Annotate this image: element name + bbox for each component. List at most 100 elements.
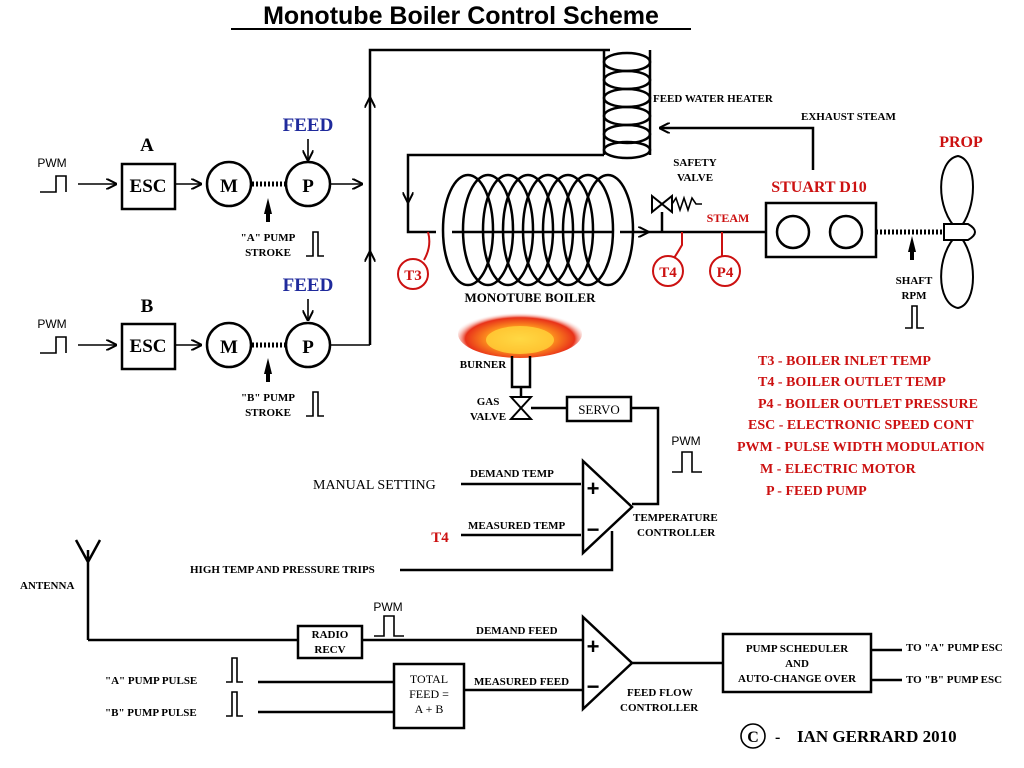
- pump-b-stroke-sensor-icon: [264, 358, 272, 382]
- legend-item: M - ELECTRIC MOTOR: [760, 462, 917, 477]
- feed-controller-triangle: [581, 614, 634, 712]
- pump-scheduler-label-1: PUMP SCHEDULER: [746, 643, 849, 655]
- t4-sensor-circle: [652, 255, 684, 287]
- pump-a-section: A FEED PWM ESC M P "A" PUMP STROKE: [37, 115, 362, 259]
- antenna-icon: [74, 539, 102, 640]
- legend: T3 - BOILER INLET TEMP T4 - BOILER OUTLE…: [737, 354, 985, 499]
- heater-label: FEED WATER HEATER: [653, 93, 774, 105]
- prop-label: PROP: [939, 134, 983, 151]
- engine-cylinder-2: [828, 214, 864, 250]
- pump-a-feed-label: FEED: [283, 115, 334, 136]
- temp-ctrl-name-1: TEMPERATURE: [633, 512, 718, 524]
- pump-b-motor-circle: [205, 321, 253, 369]
- total-feed-label-3: A + B: [415, 702, 444, 716]
- legend-item: P4 - BOILER OUTLET PRESSURE: [758, 397, 978, 412]
- engine-cylinder-1: [775, 214, 811, 250]
- pump-b-pwm-label: PWM: [37, 317, 66, 331]
- pump-a-stroke-label-2: STROKE: [245, 247, 291, 259]
- pump-b-pwm-pulse-icon: [40, 336, 67, 354]
- t3-tap: [423, 231, 431, 261]
- t3-sensor-label: T3: [404, 268, 422, 284]
- pump-b-feed-label: FEED: [283, 275, 334, 296]
- radio-pwm-pulse-icon: [374, 615, 404, 637]
- pump-scheduler-box: [721, 632, 873, 694]
- radio-recv-label-1: RADIO: [312, 629, 349, 641]
- radio-pwm-label: PWM: [373, 600, 402, 614]
- pump-b-stroke-pulse-icon: [306, 391, 324, 417]
- temp-controller-triangle: [581, 458, 634, 556]
- exhaust-label: EXHAUST STEAM: [801, 111, 896, 123]
- pump-scheduler-label-3: AUTO-CHANGE OVER: [738, 673, 857, 685]
- boiler-label: MONOTUBE BOILER: [464, 290, 596, 305]
- trips-label: HIGH TEMP AND PRESSURE TRIPS: [190, 564, 375, 576]
- pump-b-motor-label: M: [220, 337, 238, 358]
- pump-b-section: B FEED PWM ESC M P "B" PUMP STROKE: [37, 275, 370, 419]
- b-pump-pulse-icon: [226, 691, 243, 717]
- pump-a-stroke-pulse-icon: [306, 231, 324, 257]
- b-pump-pulse-label: "B" PUMP PULSE: [105, 707, 197, 719]
- temp-ctrl-to-servo: [631, 406, 660, 506]
- burner-flame-core: [486, 326, 554, 354]
- legend-item: PWM - PULSE WIDTH MODULATION: [737, 440, 985, 455]
- feed-ctrl-name-1: FEED FLOW: [627, 687, 693, 699]
- pump-b-pump-label: P: [302, 337, 314, 358]
- gas-valve-icon: [508, 396, 534, 420]
- measured-temp-t4-label: T4: [431, 530, 449, 546]
- page-title: Monotube Boiler Control Scheme: [263, 2, 659, 30]
- legend-item: ESC - ELECTRONIC SPEED CONT: [748, 418, 974, 433]
- pump-a-esc-box: [120, 162, 177, 211]
- radio-recv-label-2: RECV: [314, 644, 345, 656]
- shaft-rpm-label-1: SHAFT: [896, 275, 933, 287]
- p4-sensor-label: P4: [717, 265, 734, 281]
- pump-a-pwm-pulse-icon: [40, 175, 67, 193]
- demand-feed-label: DEMAND FEED: [476, 625, 558, 637]
- manual-setting-label: MANUAL SETTING: [313, 478, 436, 493]
- pump-a-motor-circle: [205, 160, 253, 208]
- safety-valve-icon: [651, 193, 673, 215]
- pump-b-stroke-label-2: STROKE: [245, 407, 291, 419]
- safety-valve-label-1: SAFETY: [673, 157, 716, 169]
- pump-b-letter: B: [141, 296, 154, 317]
- legend-item: T3 - BOILER INLET TEMP: [758, 354, 931, 369]
- pump-a-motor-label: M: [220, 176, 238, 197]
- copyright-symbol-icon: [740, 723, 766, 749]
- pump-a-pump-label: P: [302, 176, 314, 197]
- feed-ctrl-name-2: CONTROLLER: [620, 702, 699, 714]
- antenna-label: ANTENNA: [20, 580, 74, 592]
- exhaust-pipe: [662, 126, 815, 170]
- feed-ctrl-minus: −: [587, 674, 600, 699]
- pump-a-stroke-label-1: "A" PUMP: [241, 232, 296, 244]
- engine-label: STUART D10: [771, 179, 867, 196]
- t4-tap: [673, 232, 683, 259]
- pump-a-pwm-label: PWM: [37, 156, 66, 170]
- monotube-boiler-coil: [441, 173, 635, 287]
- gas-valve-label-1: GAS: [477, 396, 500, 408]
- legend-item: T4 - BOILER OUTLET TEMP: [758, 375, 946, 390]
- engine-box: [764, 201, 878, 259]
- measured-temp-label: MEASURED TEMP: [468, 520, 566, 532]
- safety-valve-label-2: VALVE: [677, 172, 713, 184]
- steam-label: STEAM: [707, 211, 750, 225]
- gas-valve-label-2: VALVE: [470, 411, 506, 423]
- pump-a-stroke-sensor-icon: [264, 198, 272, 222]
- feed-water-heater: [602, 50, 652, 160]
- pump-b-esc-label: ESC: [130, 336, 167, 357]
- measured-feed-label: MEASURED FEED: [474, 676, 569, 688]
- pump-b-esc-box: [120, 322, 177, 371]
- trips-line: [400, 531, 614, 572]
- burner-gas-pipe: [510, 356, 532, 389]
- p4-sensor-circle: [709, 255, 741, 287]
- total-feed-label-2: FEED =: [409, 687, 449, 701]
- to-b-esc-label: TO "B" PUMP ESC: [906, 674, 1002, 686]
- feed-pipe-network: [368, 48, 610, 345]
- copyright-symbol: C: [747, 729, 759, 746]
- safety-valve-spring-icon: [671, 195, 702, 213]
- feed-riser-pipe: [368, 48, 610, 345]
- temp-ctrl-name-2: CONTROLLER: [637, 527, 716, 539]
- shaft-rpm-pulse-icon: [905, 305, 924, 329]
- to-a-esc-label: TO "A" PUMP ESC: [906, 642, 1003, 654]
- temp-ctrl-pwm-pulse-icon: [672, 451, 702, 473]
- t3-sensor-circle: [397, 258, 429, 290]
- servo-label: SERVO: [578, 402, 620, 417]
